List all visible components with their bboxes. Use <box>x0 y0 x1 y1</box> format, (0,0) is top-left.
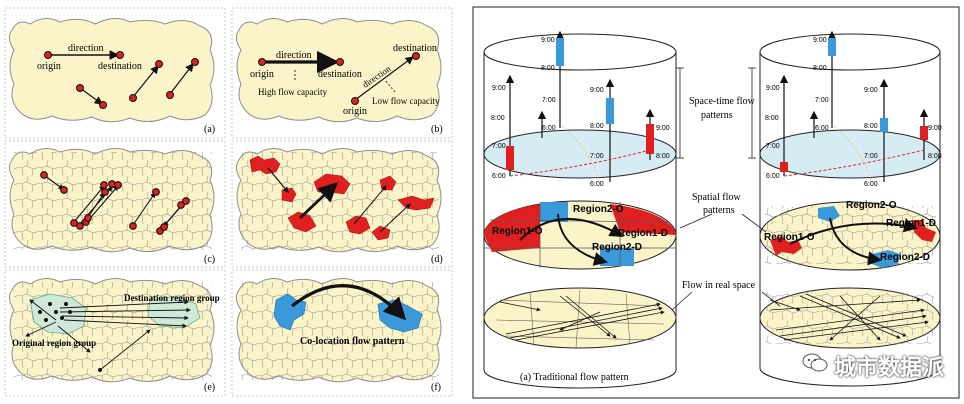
a-destination: destination <box>98 61 142 72</box>
center-real: Flow in real space <box>682 280 756 291</box>
svg-text:9:00: 9:00 <box>928 125 942 132</box>
b-destination2: destination <box>393 43 437 54</box>
svg-text:9:00: 9:00 <box>813 37 827 44</box>
svg-text:8:00: 8:00 <box>928 153 942 160</box>
svg-text:9:00: 9:00 <box>541 37 555 44</box>
left-region1o: Region1-O <box>492 226 543 237</box>
b-origin2: origin <box>343 106 367 117</box>
left-caption: (a) Traditional flow pattern <box>520 372 629 383</box>
svg-text:8:00: 8:00 <box>491 115 505 122</box>
f-flow-arrow <box>291 284 407 321</box>
panel-e-arrows <box>25 299 191 371</box>
left-real-arrows <box>499 295 665 341</box>
f-tag: (f) <box>431 382 441 393</box>
a-origin: origin <box>37 61 61 72</box>
b-direction1: direction <box>276 50 312 61</box>
left-st-plane <box>483 129 677 179</box>
panel-d-arrows <box>267 167 411 233</box>
watermark-text: 城市数据派 <box>834 356 945 381</box>
svg-text:8:00: 8:00 <box>864 123 878 130</box>
b-low: Low flow capacity <box>372 96 440 106</box>
right-st-plane <box>759 129 941 179</box>
b-tag: (b) <box>431 124 443 135</box>
center-spacetime-1: Space-time flow <box>689 96 756 107</box>
svg-text:8:00: 8:00 <box>541 65 555 72</box>
svg-text:7:00: 7:00 <box>864 153 878 160</box>
right-region1o: Region1-O <box>764 232 815 243</box>
left-spatial-arrow <box>519 217 624 241</box>
svg-text:6:00: 6:00 <box>590 181 604 188</box>
left-region2d: Region2-D <box>592 242 642 253</box>
svg-text:7:00: 7:00 <box>492 143 506 150</box>
e-origin-group <box>29 293 87 335</box>
svg-text:6:00: 6:00 <box>864 181 878 188</box>
b-destination1: destination <box>318 69 362 80</box>
right-region2o: Region2-O <box>846 200 897 211</box>
svg-text:7:00: 7:00 <box>542 97 556 104</box>
svg-text:8:00: 8:00 <box>765 115 779 122</box>
panel-c <box>40 171 190 235</box>
svg-text:6:00: 6:00 <box>766 173 780 180</box>
a-direction: direction <box>68 43 104 54</box>
svg-text:7:00: 7:00 <box>590 153 604 160</box>
svg-text:7:00: 7:00 <box>815 97 829 104</box>
e-tag: (e) <box>204 382 215 393</box>
right-spatial-arrow <box>789 218 918 245</box>
svg-text:7:00: 7:00 <box>766 143 780 150</box>
right-region2d: Region2-D <box>880 252 930 263</box>
svg-text:6:00: 6:00 <box>492 173 506 180</box>
right-spatial-arrow2 <box>829 217 882 266</box>
d-tag: (d) <box>431 254 443 265</box>
f-colocation-label: Co-location flow pattern <box>300 336 405 347</box>
svg-text:9:00: 9:00 <box>766 85 780 92</box>
right-real-arrows <box>769 293 929 341</box>
center-spatial-1: Spatial flow <box>692 192 741 203</box>
e-orig-group-label: Original region group <box>12 338 96 348</box>
left-spatial-arrow2 <box>557 213 608 266</box>
center-spatial-2: patterns <box>703 205 735 216</box>
svg-text:8:00: 8:00 <box>590 123 604 130</box>
svg-text:9:00: 9:00 <box>492 85 506 92</box>
wechat-icon <box>802 352 828 380</box>
svg-text:8:00: 8:00 <box>813 65 827 72</box>
left-real-plane <box>483 287 677 349</box>
center-spacetime-2: patterns <box>701 110 733 121</box>
b-origin1: origin <box>250 69 274 80</box>
panel-b <box>258 50 420 105</box>
c-tag: (c) <box>204 254 215 265</box>
svg-text:8:00: 8:00 <box>656 153 670 160</box>
watermark: 城市数据派 <box>802 352 945 381</box>
svg-text:9:00: 9:00 <box>864 87 878 94</box>
svg-text:9:00: 9:00 <box>656 125 670 132</box>
svg-text:9:00: 9:00 <box>590 87 604 94</box>
left-region1d: Region1-D <box>618 228 668 239</box>
b-high: High flow capacity <box>258 87 327 97</box>
e-dest-group-label: Destination region group <box>124 293 220 303</box>
left-region2o: Region2-O <box>573 204 624 215</box>
right-region1d: Region1-D <box>886 218 936 229</box>
map-a <box>8 18 215 123</box>
svg-text:6:00: 6:00 <box>815 125 829 132</box>
a-tag: (a) <box>204 124 215 135</box>
svg-text:6:00: 6:00 <box>542 125 556 132</box>
center-brackets <box>671 67 781 311</box>
panel-a <box>44 50 199 109</box>
